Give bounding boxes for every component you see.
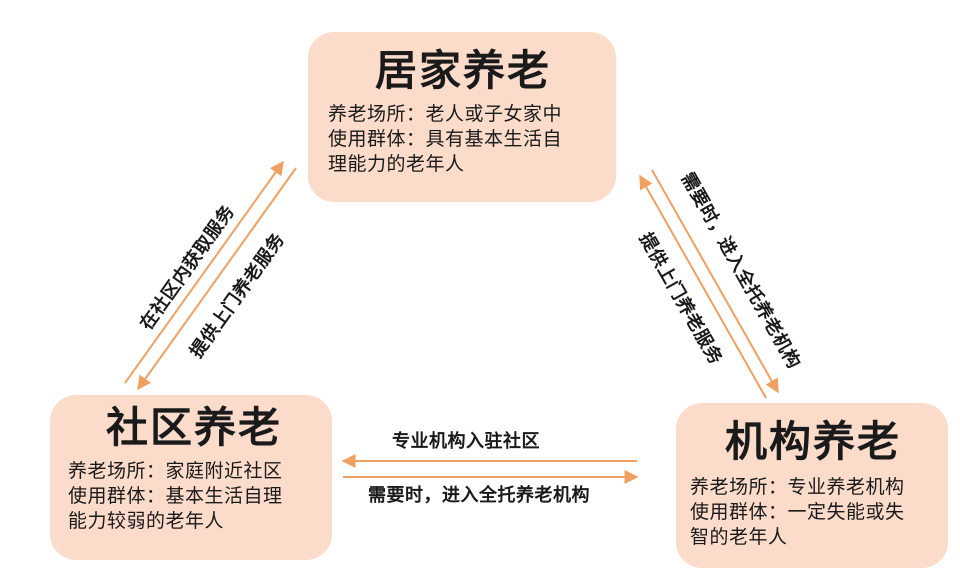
node-institution-care: 机构养老 养老场所：专业养老机构 使用群体：一定失能或失 智的老年人 <box>676 403 948 568</box>
arrow-home-to-community <box>137 167 297 391</box>
node-line-place: 养老场所：家庭附近社区 <box>68 460 283 482</box>
arrow-institution-to-home <box>639 174 767 399</box>
node-home-care: 居家养老 养老场所：老人或子女家中 使用群体：具有基本生活自 理能力的老年人 <box>308 32 616 202</box>
node-line-place: 养老场所：老人或子女家中 <box>328 103 563 125</box>
node-line-group: 使用群体：一定失能或失 <box>690 501 905 523</box>
arrow-community-to-home <box>124 160 284 384</box>
node-title: 居家养老 <box>374 46 551 95</box>
node-line-group-cont: 理能力的老年人 <box>328 153 465 175</box>
node-line-group: 使用群体：具有基本生活自 <box>328 128 563 150</box>
arrow-home-to-institution <box>651 169 779 394</box>
node-line-group: 使用群体：基本生活自理 <box>68 485 283 507</box>
edge-label-community-to-institution: 需要时，进入全托养老机构 <box>368 485 590 506</box>
node-line-group-cont: 智的老年人 <box>690 526 788 548</box>
node-community-care: 社区养老 养老场所：家庭附近社区 使用群体：基本生活自理 能力较弱的老年人 <box>50 395 332 560</box>
edge-label-institution-to-community: 专业机构入驻社区 <box>392 431 540 452</box>
node-title: 社区养老 <box>105 403 282 452</box>
node-title: 机构养老 <box>724 417 901 466</box>
node-line-place: 养老场所：专业养老机构 <box>690 476 905 498</box>
node-line-group-cont: 能力较弱的老年人 <box>68 510 225 532</box>
